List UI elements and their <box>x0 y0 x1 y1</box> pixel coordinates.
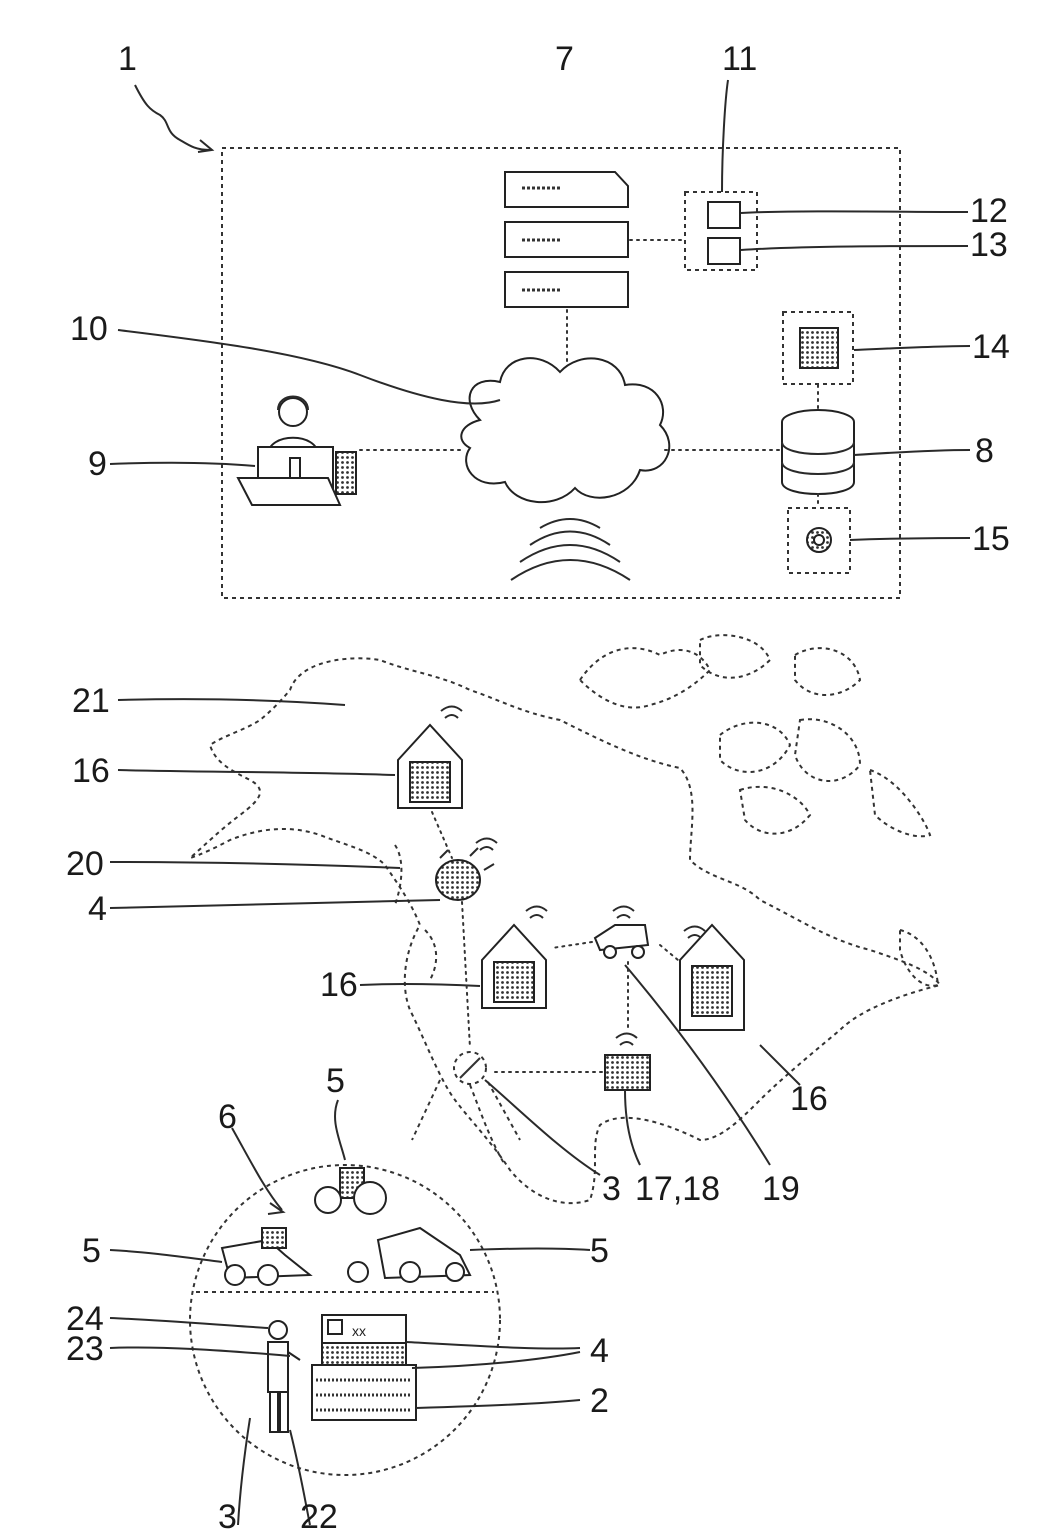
ref-16c: 16 <box>790 1080 828 1118</box>
warehouse-icon-east <box>680 925 800 1085</box>
ref-4a: 4 <box>88 890 107 928</box>
ref-6: 6 <box>218 1098 237 1136</box>
cloud-network-icon <box>118 330 669 580</box>
warehouse-icon-north <box>118 707 462 809</box>
tractor-icon <box>315 1100 386 1214</box>
ref-5a: 5 <box>326 1062 345 1100</box>
ref-20: 20 <box>66 845 104 883</box>
ref-4b: 4 <box>590 1332 609 1370</box>
operator-workstation-icon <box>110 397 356 506</box>
terminal-device-icon: xx <box>238 1315 580 1525</box>
sensor-stack-icon <box>605 1034 650 1166</box>
ref-23: 23 <box>66 1330 104 1368</box>
terminal-screen-text: xx <box>352 1323 366 1339</box>
ref-19: 19 <box>762 1170 800 1208</box>
processing-unit <box>685 80 968 270</box>
ref-21: 21 <box>72 682 110 720</box>
ref-2: 2 <box>590 1382 609 1420</box>
database-icon <box>782 312 970 573</box>
system-boundary <box>135 85 900 598</box>
location-target-icon <box>412 1052 600 1175</box>
delivery-drone-icon <box>110 839 497 909</box>
ref-11: 11 <box>722 40 757 78</box>
ref-22: 22 <box>300 1498 338 1536</box>
ref-16a: 16 <box>72 752 110 790</box>
warehouse-icon-center <box>360 907 547 1009</box>
ref-12: 12 <box>970 192 1008 230</box>
ref-13: 13 <box>970 226 1008 264</box>
ref-15: 15 <box>972 520 1010 558</box>
ref-7: 7 <box>555 40 574 78</box>
worker-person-icon <box>110 1318 310 1525</box>
ref-1: 1 <box>118 40 137 78</box>
ref-3b: 3 <box>218 1498 237 1536</box>
ref-9: 9 <box>88 445 107 483</box>
ref-14: 14 <box>972 328 1010 366</box>
ref-8: 8 <box>975 432 994 470</box>
server-rack-icon <box>505 172 628 307</box>
ref-17-18: 17,18 <box>635 1170 720 1208</box>
ref-5b: 5 <box>82 1232 101 1270</box>
ref-10: 10 <box>70 310 108 348</box>
ref-16b: 16 <box>320 966 358 1004</box>
field-sprayer-icon <box>348 1228 590 1282</box>
ref-5c: 5 <box>590 1232 609 1270</box>
combine-harvester-icon <box>110 1228 310 1285</box>
ref-3a: 3 <box>602 1170 621 1208</box>
